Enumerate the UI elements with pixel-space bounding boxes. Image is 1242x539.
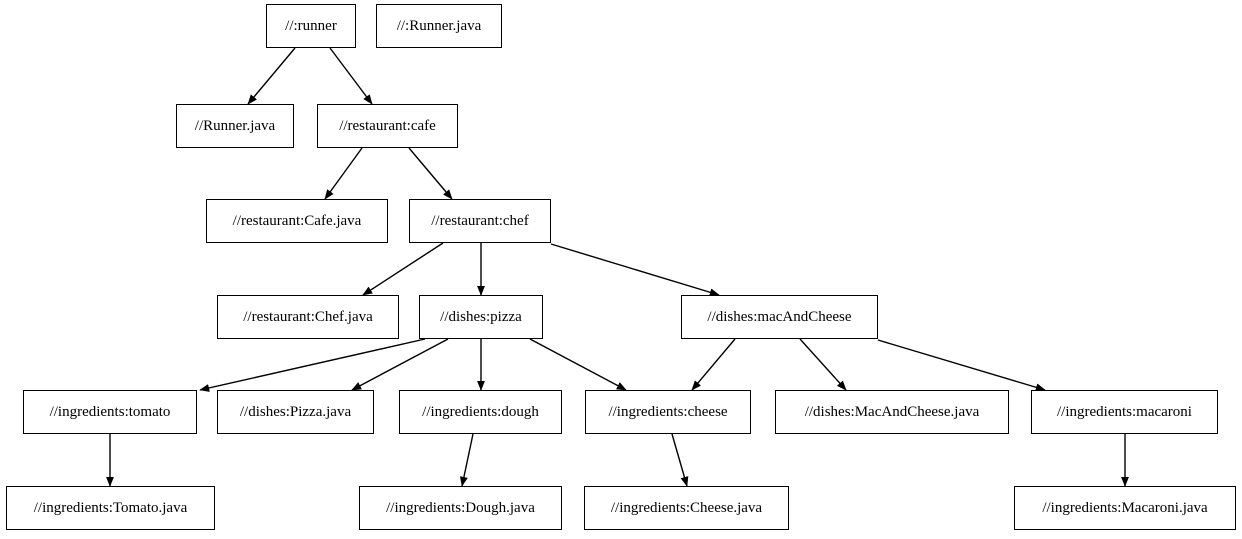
graph-node-label: //dishes:Pizza.java [239,403,352,420]
graph-node-dishes_pizza_java[interactable]: //dishes:Pizza.java [217,390,374,434]
graph-node-ing_cheese[interactable]: //ingredients:cheese [585,390,751,434]
graph-node-ing_dough[interactable]: //ingredients:dough [399,390,562,434]
graph-node-dishes_macandcheese[interactable]: //dishes:macAndCheese [681,295,878,339]
graph-node-label: //restaurant:chef [431,212,529,229]
graph-node-label: //Runner.java [194,117,276,134]
graph-node-ing_tomato[interactable]: //ingredients:tomato [23,390,197,434]
graph-node-restaurant_cafe_java[interactable]: //restaurant:Cafe.java [206,199,388,243]
graph-node-ing_macaroni[interactable]: //ingredients:macaroni [1031,390,1218,434]
graph-node-label: //restaurant:cafe [339,117,436,134]
graph-node-label: //ingredients:tomato [49,403,171,420]
graph-node-label: //ingredients:Cheese.java [610,499,763,516]
graph-node-label: //ingredients:cheese [608,403,728,420]
graph-node-label: //ingredients:dough [422,403,539,420]
graph-node-runner_java_root[interactable]: //:Runner.java [376,4,502,48]
graph-node-label: //dishes:pizza [440,308,522,325]
graph-node-ing_dough_java[interactable]: //ingredients:Dough.java [359,486,562,530]
graph-node-dishes_mac_java[interactable]: //dishes:MacAndCheese.java [775,390,1009,434]
graph-node-label: //ingredients:Dough.java [386,499,535,516]
graph-node-label: //dishes:MacAndCheese.java [804,403,980,420]
graph-node-runner_java[interactable]: //Runner.java [176,104,294,148]
graph-node-ing_macaroni_java[interactable]: //ingredients:Macaroni.java [1014,486,1236,530]
graph-node-restaurant_chef[interactable]: //restaurant:chef [409,199,551,243]
graph-node-label: //dishes:macAndCheese [707,308,852,325]
graph-node-label: //restaurant:Cafe.java [232,212,362,229]
graph-node-ing_cheese_java[interactable]: //ingredients:Cheese.java [584,486,789,530]
graph-node-label: //restaurant:Chef.java [243,308,373,325]
graph-node-label: //ingredients:macaroni [1057,403,1192,420]
graph-node-label: //:runner [285,17,337,34]
graph-node-label: //ingredients:Macaroni.java [1042,499,1208,516]
graph-node-restaurant_chef_java[interactable]: //restaurant:Chef.java [217,295,399,339]
graph-node-dishes_pizza[interactable]: //dishes:pizza [419,295,543,339]
graph-node-runner[interactable]: //:runner [266,4,356,48]
graph-node-label: //:Runner.java [396,17,482,34]
graph-node-restaurant_cafe[interactable]: //restaurant:cafe [317,104,458,148]
graph-node-label: //ingredients:Tomato.java [33,499,188,516]
graph-node-ing_tomato_java[interactable]: //ingredients:Tomato.java [6,486,215,530]
